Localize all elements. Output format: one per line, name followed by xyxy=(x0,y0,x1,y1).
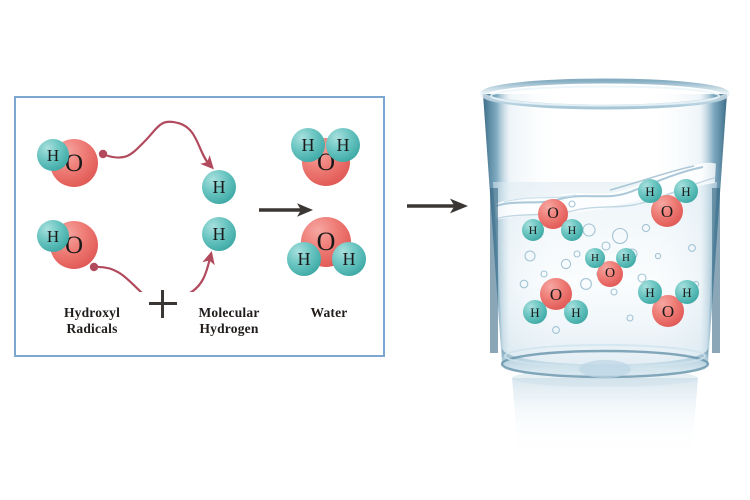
hydrogen-atom: H xyxy=(522,219,544,241)
atom-symbol: O xyxy=(549,284,563,304)
atom-symbol: O xyxy=(316,227,336,256)
glass-base xyxy=(500,344,710,379)
atom-symbol: H xyxy=(212,224,226,244)
atom-symbol: O xyxy=(547,205,559,222)
caption-water: Water xyxy=(284,305,374,321)
hydrogen-atom: H xyxy=(287,242,321,276)
plus-symbol xyxy=(149,290,177,318)
caption-water-line1: Water xyxy=(310,305,348,320)
curved-arrow-layer xyxy=(89,120,215,292)
atom-symbol: H xyxy=(212,177,226,197)
atom-symbol: H xyxy=(645,183,655,199)
atom-symbol: H xyxy=(567,223,577,237)
hydrogen-atom: H xyxy=(585,248,605,268)
atom-symbol: O xyxy=(661,301,675,321)
curved-arrow-upper xyxy=(98,120,214,170)
hydrogen-atom: H xyxy=(291,128,325,162)
atom-symbol: H xyxy=(591,251,599,264)
hydrogen-atom: H xyxy=(675,280,699,304)
atom-symbol: H xyxy=(46,145,60,165)
hydrogen-atom: H xyxy=(37,220,69,252)
oxygen-atom: O xyxy=(652,295,684,327)
atom-symbol: H xyxy=(622,251,630,264)
atom-symbol: O xyxy=(64,231,84,259)
atom-symbol: H xyxy=(571,304,581,320)
caption-hydroxyl-line1: Hydroxyl xyxy=(63,305,121,320)
hydrogen-atom: H xyxy=(326,128,360,162)
atom-symbol: H xyxy=(530,304,540,320)
atom-symbol: H xyxy=(645,284,655,300)
atom-symbol: H xyxy=(681,183,691,199)
hydrogen-atom: H xyxy=(564,300,588,324)
atom-symbol: H xyxy=(682,284,692,300)
atom-symbol: H xyxy=(342,249,356,269)
curved-arrow-lower xyxy=(89,250,215,292)
caption-hydroxyl-line2: Radicals xyxy=(66,321,118,337)
atom-symbol: H xyxy=(297,249,311,269)
atom-symbol: H xyxy=(301,135,315,155)
atom-symbol: H xyxy=(336,135,350,155)
atom-symbol: O xyxy=(604,266,616,281)
hydrogen-atom: H xyxy=(332,242,366,276)
caption-hydroxyl-radicals: Hydroxyl Radicals xyxy=(34,305,150,338)
hydrogen-atom: H xyxy=(202,217,236,251)
glass-rim xyxy=(480,78,730,110)
result-to-glass-arrow xyxy=(407,198,468,214)
caption-hydrogen-line1: Molecular xyxy=(198,305,260,320)
hydrogen-atom: H xyxy=(638,179,662,203)
atom-symbol: O xyxy=(660,201,674,221)
hydrogen-atom: H xyxy=(523,300,547,324)
hydrogen-atom: H xyxy=(37,139,69,171)
atom-symbol: O xyxy=(64,149,84,177)
reaction-yields-arrow xyxy=(259,203,313,217)
atom-symbol: H xyxy=(528,223,538,237)
caption-molecular-hydrogen: Molecular Hydrogen xyxy=(164,305,294,338)
atom-symbol: H xyxy=(46,226,60,246)
hydrogen-atom: H xyxy=(561,219,583,241)
hydrogen-atom: H xyxy=(616,248,636,268)
caption-hydrogen-line2: Hydrogen xyxy=(199,321,259,337)
hydrogen-atom: H xyxy=(202,170,236,204)
hydrogen-atom: H xyxy=(638,280,662,304)
hydrogen-atom: H xyxy=(674,179,698,203)
